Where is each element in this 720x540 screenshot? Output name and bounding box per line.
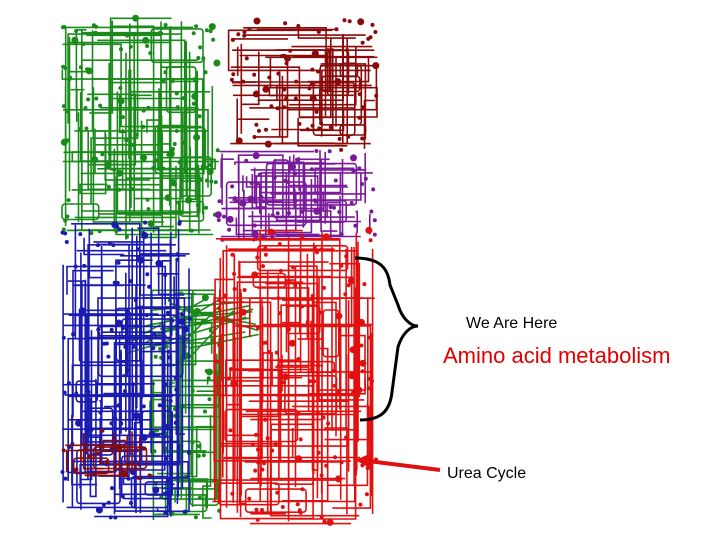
amino-acid-pathways-cluster	[212, 226, 378, 526]
urea-cycle-arrow	[367, 459, 441, 472]
urea-cycle-label: Urea Cycle	[447, 465, 527, 482]
curly-brace	[354, 256, 419, 422]
nucleotide-pathways-cluster	[61, 17, 380, 480]
urea-cycle-arrowhead	[355, 453, 372, 468]
energy-pathways-cluster	[214, 149, 377, 242]
amino-acid-metabolism-label: Amino acid metabolism	[443, 343, 671, 368]
we-are-here-label: We Are Here	[466, 315, 558, 332]
carbohydrate-pathways-cluster	[60, 14, 259, 520]
